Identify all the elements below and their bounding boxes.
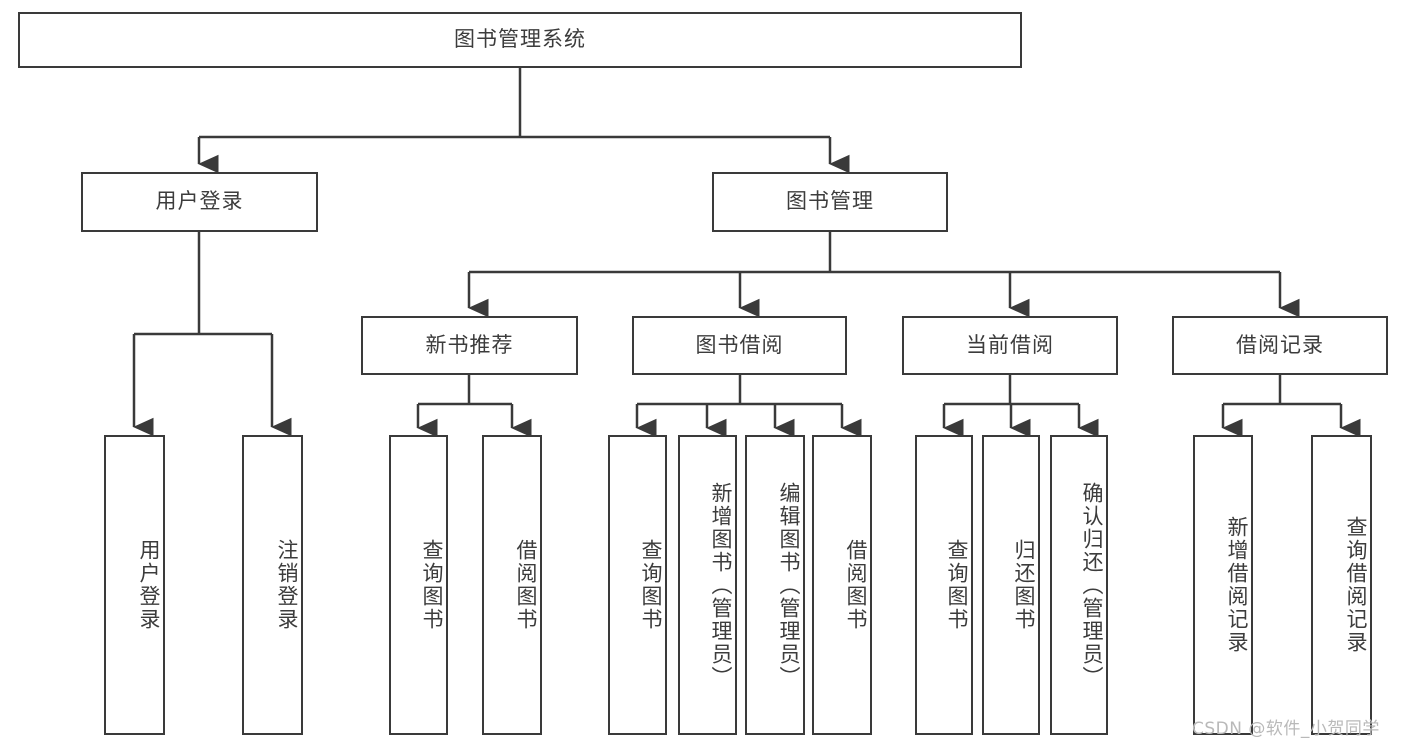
node-label: 新增图书（管理员） [709, 481, 733, 689]
node-label: 用户登录 [155, 189, 244, 214]
leaf-record-add-record[interactable]: 新增借阅记录 [1193, 435, 1253, 735]
node-label: 注销登录 [275, 539, 299, 631]
node-label: 新书推荐 [425, 332, 514, 357]
node-label: 借阅图书 [514, 539, 538, 631]
node-label: 查询图书 [420, 539, 444, 631]
leaf-recommend-query-book[interactable]: 查询图书 [389, 435, 448, 735]
leaf-current-query-book[interactable]: 查询图书 [915, 435, 973, 735]
node-label: 新增借阅记录 [1225, 516, 1249, 654]
leaf-borrow-edit-book-admin[interactable]: 编辑图书（管理员） [745, 435, 805, 735]
node-current-borrow[interactable]: 当前借阅 [902, 316, 1118, 375]
node-label: 编辑图书（管理员） [777, 481, 801, 689]
node-label: 借阅记录 [1236, 332, 1324, 357]
node-root-system[interactable]: 图书管理系统 [18, 12, 1022, 68]
node-label: 图书管理系统 [454, 27, 586, 52]
leaf-borrow-borrow-book[interactable]: 借阅图书 [812, 435, 872, 735]
leaf-current-return-book[interactable]: 归还图书 [982, 435, 1040, 735]
node-label: 借阅图书 [844, 539, 868, 631]
node-label: 归还图书 [1012, 539, 1036, 631]
node-borrow-record[interactable]: 借阅记录 [1172, 316, 1388, 375]
leaf-user-login[interactable]: 用户登录 [104, 435, 165, 735]
leaf-recommend-borrow-book[interactable]: 借阅图书 [482, 435, 542, 735]
node-label: 查询图书 [639, 539, 663, 631]
node-label: 查询图书 [945, 539, 969, 631]
node-user-login[interactable]: 用户登录 [81, 172, 318, 232]
watermark: CSDN @软件_小贺同学 [1192, 719, 1380, 739]
node-label: 图书管理 [786, 189, 874, 214]
node-label: 图书借阅 [695, 332, 784, 357]
leaf-current-confirm-return-admin[interactable]: 确认归还（管理员） [1050, 435, 1108, 735]
node-book-management[interactable]: 图书管理 [712, 172, 948, 232]
node-book-borrow[interactable]: 图书借阅 [632, 316, 847, 375]
node-label: 当前借阅 [966, 332, 1054, 357]
node-label: 确认归还（管理员） [1080, 481, 1104, 689]
node-label: 用户登录 [137, 539, 161, 631]
node-new-book-recommend[interactable]: 新书推荐 [361, 316, 578, 375]
leaf-borrow-add-book-admin[interactable]: 新增图书（管理员） [678, 435, 737, 735]
leaf-borrow-query-book[interactable]: 查询图书 [608, 435, 667, 735]
leaf-record-query-record[interactable]: 查询借阅记录 [1311, 435, 1372, 735]
leaf-user-logout[interactable]: 注销登录 [242, 435, 303, 735]
node-label: 查询借阅记录 [1344, 516, 1368, 654]
